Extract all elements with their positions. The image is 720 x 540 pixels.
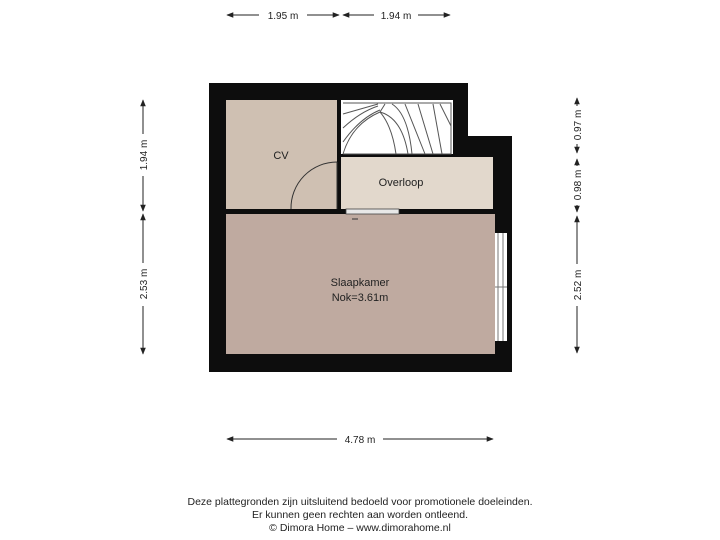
dim-label-top-right: 1.94 m bbox=[381, 11, 412, 22]
dimension-right-lower: 2.52 m bbox=[573, 215, 584, 354]
label-overloop: Overloop bbox=[379, 177, 424, 189]
disclaimer-line-1: Deze plattegronden zijn uitsluitend bedo… bbox=[187, 496, 533, 508]
disclaimer-line-2: Er kunnen geen rechten aan worden ontlee… bbox=[252, 509, 468, 521]
label-cv: CV bbox=[273, 150, 289, 162]
dim-label-right-lower: 2.52 m bbox=[573, 270, 584, 301]
dim-label-left-upper: 1.94 m bbox=[139, 140, 150, 171]
label-slaapkamer: Slaapkamer bbox=[331, 277, 390, 289]
disclaimer-footer: Deze plattegronden zijn uitsluitend bedo… bbox=[0, 496, 720, 535]
dim-label-left-lower: 2.53 m bbox=[139, 269, 150, 300]
dim-label-bottom: 4.78 m bbox=[345, 435, 376, 446]
dimension-top-left: 1.95 m bbox=[226, 11, 340, 22]
dimension-right-top: 0.97 m bbox=[573, 97, 584, 154]
room-overloop bbox=[341, 157, 493, 209]
dimension-left-upper: 1.94 m bbox=[139, 99, 150, 212]
dimension-right-middle: 0.98 m bbox=[573, 158, 584, 213]
window-slaapkamer bbox=[495, 233, 507, 341]
copyright-line: © Dimora Home – www.dimorahome.nl bbox=[269, 522, 451, 534]
label-nok-height: Nok=3.61m bbox=[332, 292, 389, 304]
dimension-top-right: 1.94 m bbox=[342, 11, 451, 22]
dim-label-top-left: 1.95 m bbox=[268, 11, 299, 22]
room-slaapkamer bbox=[226, 214, 495, 354]
dim-label-right-middle: 0.98 m bbox=[573, 170, 584, 201]
door-cv bbox=[290, 161, 338, 210]
dimension-bottom: 4.78 m bbox=[226, 435, 494, 446]
dim-label-right-top: 0.97 m bbox=[573, 110, 584, 141]
door-slaapkamer bbox=[345, 208, 400, 220]
room-cv bbox=[226, 100, 337, 209]
staircase bbox=[342, 102, 452, 155]
dimension-left-lower: 2.53 m bbox=[139, 213, 150, 355]
